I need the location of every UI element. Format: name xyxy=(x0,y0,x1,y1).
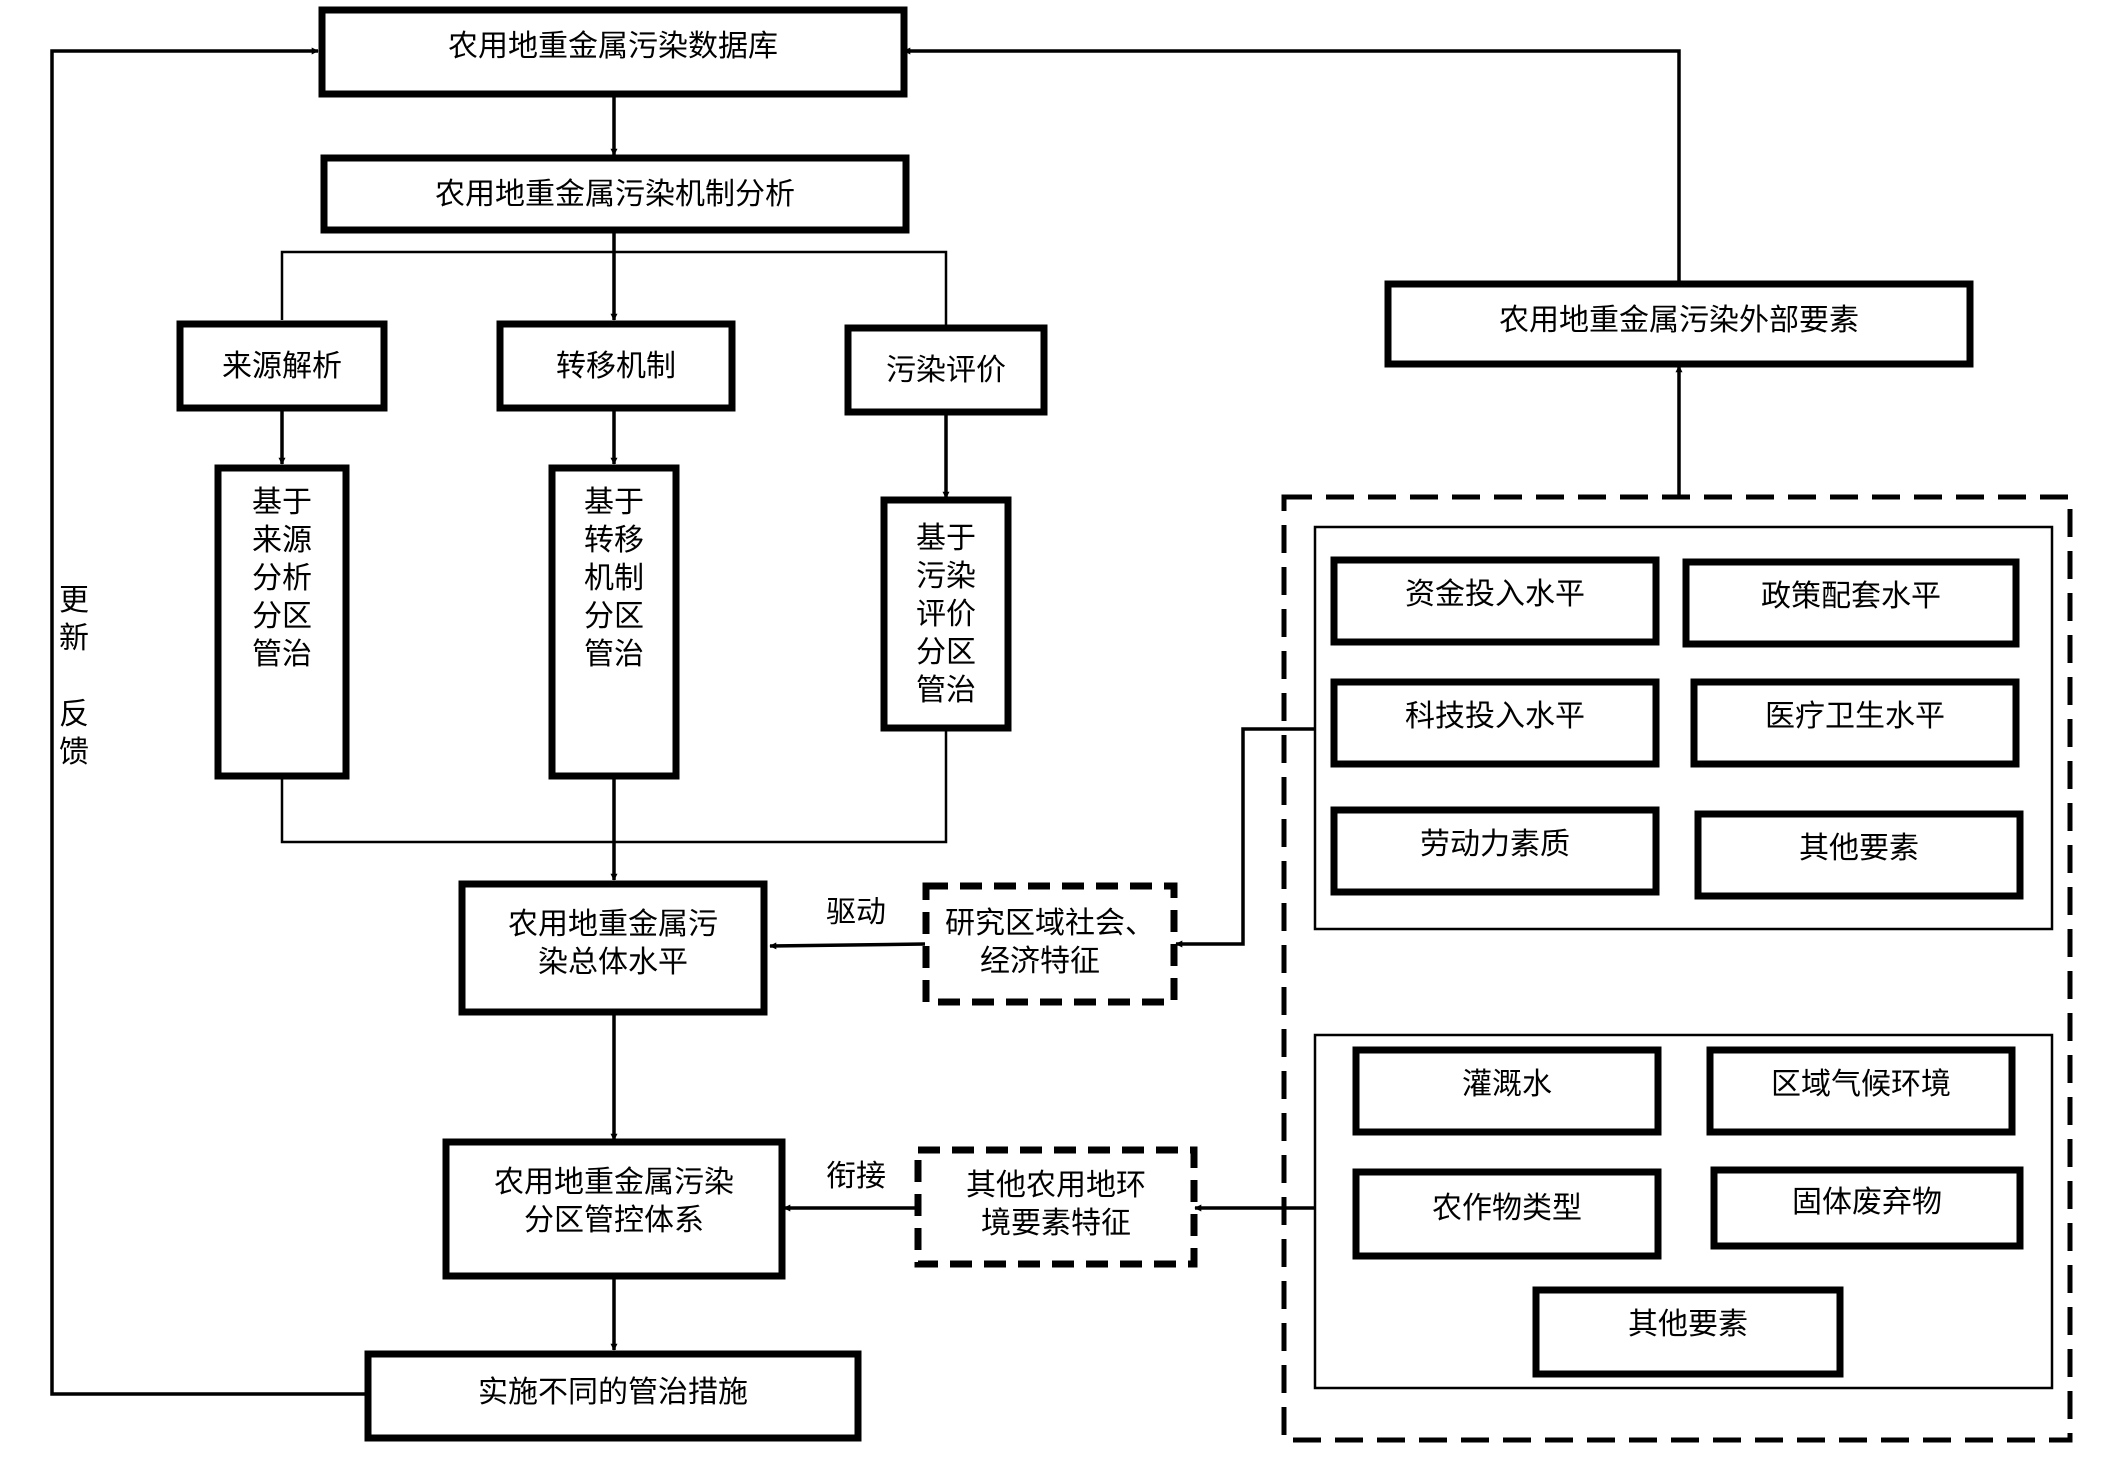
node-socio: 研究区域社会、 经济特征 xyxy=(922,882,1178,1006)
socio-line-2: 经济特征 xyxy=(980,944,1100,979)
node-transfer-label: 转移机制 xyxy=(556,349,676,384)
factor-tech-label: 科技投入水平 xyxy=(1405,699,1585,734)
factor-env-other: 其他要素 xyxy=(1532,1286,1844,1378)
zone-eval-line-5: 管治 xyxy=(916,673,976,708)
node-database: 农用地重金属污染数据库 xyxy=(318,6,908,98)
node-source: 来源解析 xyxy=(176,320,388,412)
factor-medical: 医疗卫生水平 xyxy=(1690,678,2020,768)
edge-label-link: 衔接 xyxy=(826,1159,886,1194)
factor-crop: 农作物类型 xyxy=(1352,1168,1662,1260)
node-measures-label: 实施不同的管治措施 xyxy=(478,1375,748,1410)
zone-source-line-1: 基于 xyxy=(252,485,312,520)
arrow-socio-to-overall xyxy=(769,942,926,950)
zone-transfer-line-1: 基于 xyxy=(584,485,644,520)
factor-capital-label: 资金投入水平 xyxy=(1405,577,1585,612)
zone-eval-line-2: 污染 xyxy=(916,559,976,594)
zone-eval-line-3: 评价 xyxy=(916,597,976,632)
node-measures: 实施不同的管治措施 xyxy=(364,1350,862,1442)
factor-irrigation-label: 灌溉水 xyxy=(1462,1067,1552,1102)
zone-transfer-line-2: 转移 xyxy=(584,523,644,558)
factor-waste: 固体废弃物 xyxy=(1710,1166,2024,1250)
feedback-char-3: 反 xyxy=(59,697,89,732)
factor-region-dashed xyxy=(1281,494,2073,1443)
zone-transfer-line-4: 分区 xyxy=(584,599,644,634)
node-external-label: 农用地重金属污染外部要素 xyxy=(1499,303,1859,338)
node-mechanism-label: 农用地重金属污染机制分析 xyxy=(435,177,795,212)
zone-transfer-line-5: 管治 xyxy=(584,637,644,672)
factor-crop-label: 农作物类型 xyxy=(1432,1191,1582,1226)
zone-eval-line-4: 分区 xyxy=(916,635,976,670)
factor-capital: 资金投入水平 xyxy=(1330,556,1660,646)
arrow-socio-panel-to-socio xyxy=(1175,727,1315,948)
feedback-loop-arrow xyxy=(50,47,366,1396)
zone-transfer-line-3: 机制 xyxy=(584,561,644,596)
envir-line-2: 境要素特征 xyxy=(981,1206,1131,1241)
node-transfer: 转移机制 xyxy=(496,320,736,412)
socio-factor-panel xyxy=(1313,525,2054,931)
node-system: 农用地重金属污染 分区管控体系 xyxy=(442,1138,786,1280)
factor-waste-label: 固体废弃物 xyxy=(1792,1185,1942,1220)
node-envir: 其他农用地环 境要素特征 xyxy=(914,1146,1198,1268)
node-evaluation-label: 污染评价 xyxy=(886,353,1006,388)
factor-climate: 区域气候环境 xyxy=(1706,1046,2016,1136)
factor-labor: 劳动力素质 xyxy=(1330,806,1660,896)
factor-policy: 政策配套水平 xyxy=(1682,558,2020,648)
zone-source-line-2: 来源 xyxy=(252,523,312,558)
overall-line-1: 农用地重金属污 xyxy=(508,907,718,942)
factor-labor-label: 劳动力素质 xyxy=(1420,827,1570,862)
factor-socio-other: 其他要素 xyxy=(1694,810,2024,900)
env-factor-panel xyxy=(1313,1033,2054,1390)
overall-line-2: 染总体水平 xyxy=(538,945,688,980)
node-overall: 农用地重金属污 染总体水平 xyxy=(458,880,768,1016)
feedback-char-2: 新 xyxy=(59,621,89,656)
node-zone-transfer: 基于 转移 机制 分区 管治 xyxy=(548,464,680,780)
feedback-char-1: 更 xyxy=(59,583,89,618)
node-zone-eval: 基于 污染 评价 分区 管治 xyxy=(880,496,1012,732)
socio-line-1: 研究区域社会、 xyxy=(945,906,1155,941)
node-zone-source: 基于 来源 分析 分区 管治 xyxy=(214,464,350,780)
factor-medical-label: 医疗卫生水平 xyxy=(1765,699,1945,734)
zone-eval-line-1: 基于 xyxy=(916,521,976,556)
factor-socio-other-label: 其他要素 xyxy=(1799,831,1919,866)
envir-line-1: 其他农用地环 xyxy=(966,1168,1146,1203)
factor-tech: 科技投入水平 xyxy=(1330,678,1660,768)
system-line-2: 分区管控体系 xyxy=(524,1203,704,1238)
node-mechanism: 农用地重金属污染机制分析 xyxy=(320,154,910,234)
factor-irrigation: 灌溉水 xyxy=(1352,1046,1662,1136)
zone-source-line-4: 分区 xyxy=(252,599,312,634)
node-database-label: 农用地重金属污染数据库 xyxy=(448,29,778,64)
zone-source-line-5: 管治 xyxy=(252,637,312,672)
factor-climate-label: 区域气候环境 xyxy=(1771,1067,1951,1102)
edge-label-drive: 驱动 xyxy=(826,895,886,930)
system-line-1: 农用地重金属污染 xyxy=(494,1165,734,1200)
zone-source-line-3: 分析 xyxy=(252,561,312,596)
node-external: 农用地重金属污染外部要素 xyxy=(1384,280,1974,368)
node-evaluation: 污染评价 xyxy=(844,324,1048,416)
edge-label-feedback: 更 新 反 馈 xyxy=(59,583,89,770)
factor-policy-label: 政策配套水平 xyxy=(1761,579,1941,614)
factor-env-other-label: 其他要素 xyxy=(1628,1307,1748,1342)
node-source-label: 来源解析 xyxy=(222,349,342,384)
feedback-char-4: 馈 xyxy=(59,735,89,770)
arrow-external-to-database xyxy=(903,47,1681,283)
